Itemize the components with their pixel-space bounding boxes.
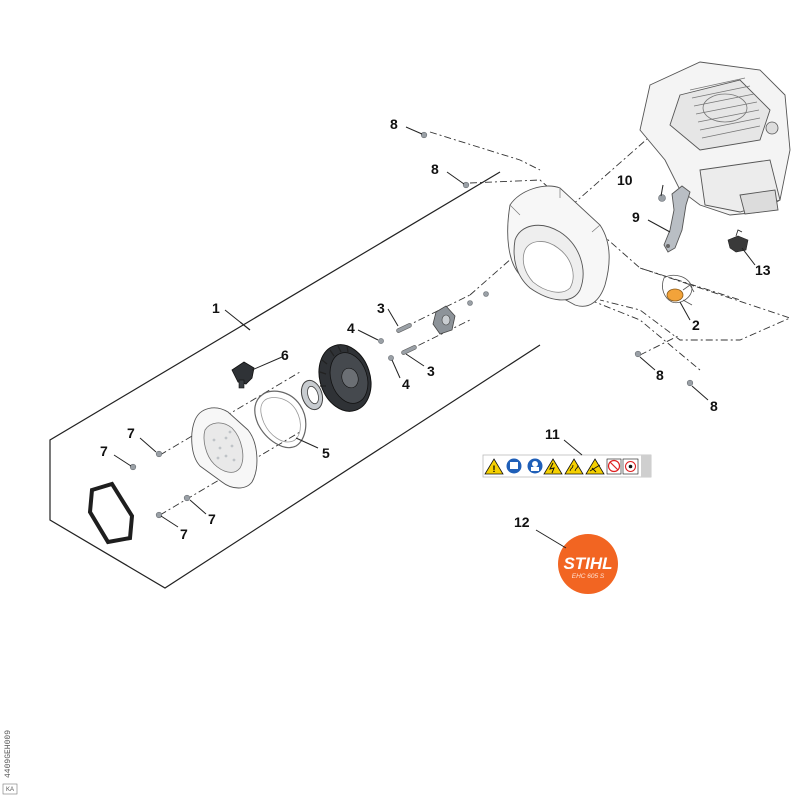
screw-part-10: [658, 194, 666, 202]
callout-5: 5: [322, 445, 330, 461]
callout-12: 12: [514, 514, 530, 530]
leader-lines: [113, 126, 756, 549]
callout-7d: 7: [180, 526, 188, 542]
ear-protection-icon: [622, 458, 639, 475]
callout-1: 1: [212, 300, 220, 316]
ignition-module: [662, 274, 695, 306]
callout-3a: 3: [377, 300, 385, 316]
callout-11: 11: [545, 426, 560, 442]
document-id: 4409GEH009 KA: [2, 730, 18, 795]
callout-7b: 7: [100, 443, 108, 459]
document-id-text: 4409GEH009: [4, 730, 13, 778]
callout-7c: 7: [208, 511, 216, 527]
assembly-frame: [49, 171, 541, 589]
no-bystanders-icon: [606, 458, 622, 475]
pulley-ring: [300, 379, 324, 411]
washer-part-4a: [378, 338, 384, 344]
starter-grip: [231, 361, 255, 389]
callout-4a: 4: [347, 320, 355, 336]
callout-2: 2: [692, 317, 700, 333]
washer-part-4b: [388, 355, 394, 361]
callout-8a: 8: [390, 116, 398, 132]
logo-brand-text: STIHL: [563, 554, 612, 573]
seal-ring: [254, 390, 307, 449]
starter-cover: [191, 407, 258, 489]
logo-model-text: EHC 605 S: [572, 573, 605, 580]
screw-8c: [634, 350, 642, 358]
stihl-logo-sticker: STIHL EHC 605 S: [558, 534, 618, 594]
callout-13: 13: [755, 262, 771, 278]
cutting-hazard-icon: [585, 458, 605, 475]
wear-protection-icon: [527, 458, 543, 474]
pin-part-3b: [401, 345, 417, 355]
gasket: [87, 481, 135, 545]
engine-block: [639, 61, 791, 216]
screw-7c: [183, 494, 191, 502]
bracket-part: [663, 185, 691, 253]
hazard-warning-icon: !: [484, 458, 504, 475]
screw-8a: [420, 131, 428, 139]
svg-text:!: !: [493, 464, 496, 474]
screw-8d: [686, 379, 694, 387]
flywheel: [318, 344, 372, 412]
box-label-text: KA: [6, 787, 14, 793]
callout-10: 10: [617, 172, 633, 188]
read-manual-icon: [506, 458, 522, 474]
callout-9: 9: [632, 209, 640, 225]
callout-4b: 4: [402, 376, 410, 392]
callout-8c: 8: [656, 367, 664, 383]
callout-3b: 3: [427, 363, 435, 379]
callout-6: 6: [281, 347, 289, 363]
pin-part-3a: [396, 323, 412, 333]
electrical-hazard-icon: [543, 458, 563, 475]
fan-housing: [507, 185, 610, 307]
coupling-hub: [432, 291, 489, 335]
warning-label: !: [482, 454, 652, 478]
screw-7b: [129, 463, 137, 471]
callout-8b: 8: [431, 161, 439, 177]
screw-7a: [155, 450, 163, 458]
screw-8b: [462, 181, 470, 189]
screw-7d: [155, 511, 163, 519]
clip-part: [727, 229, 749, 253]
callout-7a: 7: [127, 425, 135, 441]
callout-labels: 1 2 3 3 4 4 5 6 7 7 7 7 8 8 8 8 9 10 11 …: [100, 116, 771, 542]
hot-surface-icon: [564, 458, 584, 475]
callout-8d: 8: [710, 398, 718, 414]
